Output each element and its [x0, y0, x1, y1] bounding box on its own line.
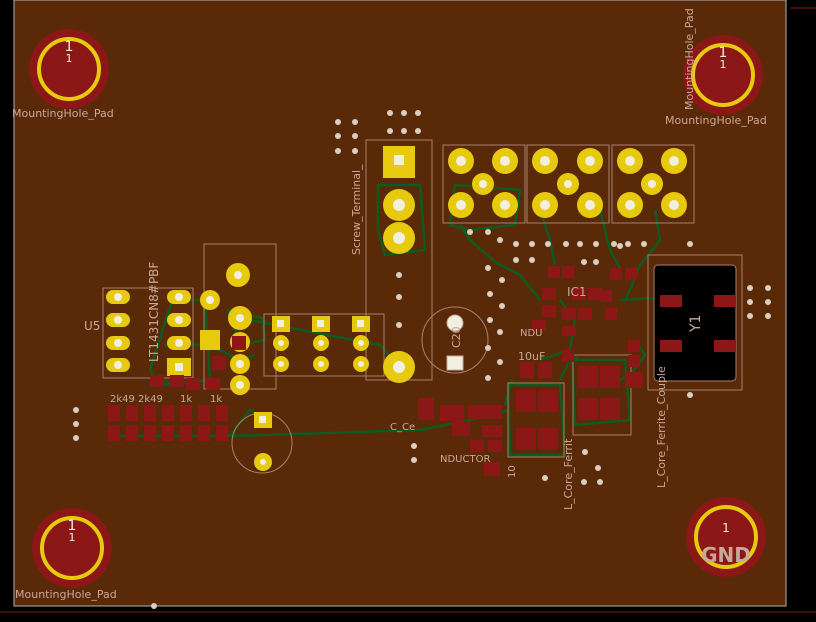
y1-label: Y1 [688, 315, 704, 333]
mounting-hole-top-right[interactable]: 1 1 [683, 35, 763, 115]
y1-pad[interactable] [660, 295, 682, 307]
resistor-label: 2k49 [138, 394, 163, 405]
smd-pad[interactable] [625, 372, 643, 388]
mounting-hole-label: MountingHole_Pad [12, 107, 114, 120]
ic1-cluster[interactable] [520, 266, 637, 378]
mounting-hole-label: MountingHole_Pad [683, 8, 696, 110]
c20-label: C20 [450, 326, 463, 348]
pad-number-label: 1 [722, 521, 730, 535]
resistor-label: 1k [210, 394, 222, 405]
pad-number-label: 1 [719, 45, 728, 61]
chip-part-label: LT1431CN8#PBF [147, 262, 161, 362]
drill-hole [393, 361, 405, 373]
y1-pad[interactable] [714, 340, 736, 352]
resistor-row[interactable] [108, 336, 246, 441]
smd-pad[interactable] [628, 355, 640, 367]
ferrite-label: L_Core_Ferrit [562, 438, 575, 510]
mounting-hole-bottom-right-gnd[interactable]: 1 GND [686, 497, 766, 577]
ferrite-label: L_Core_Ferrite_Couple [655, 366, 668, 488]
pad-number-label: 1 [720, 58, 727, 71]
u5-label: U5 [84, 319, 100, 333]
ndu-label: NDU [520, 328, 543, 339]
drill-hole [394, 155, 404, 165]
vias [73, 110, 771, 609]
smd-pad[interactable] [628, 340, 640, 352]
resistor-label: 2k49 [110, 394, 135, 405]
mounting-hole-bottom-left[interactable]: 1 1 [32, 508, 112, 588]
y1-pad[interactable] [660, 340, 682, 352]
value-label: 10 [507, 465, 518, 478]
ic1-label: IC1 [567, 285, 587, 299]
mounting-hole-label: MountingHole_Pad [665, 114, 767, 127]
connector-1[interactable] [448, 148, 518, 218]
mounting-hole-label: MountingHole_Pad [15, 588, 117, 601]
inductor-cluster[interactable] [418, 398, 502, 476]
trimmer-row[interactable] [272, 316, 370, 372]
c20-pad-2[interactable] [446, 355, 464, 371]
th-pad[interactable] [200, 330, 220, 350]
resistor-label: 1k [180, 394, 192, 405]
y1-pad[interactable] [714, 295, 736, 307]
ferrite-block-2[interactable] [578, 366, 620, 420]
mounting-hole-top-left[interactable]: 1 1 [29, 29, 109, 109]
screw-terminal-label: Screw_Terminal_ [350, 164, 363, 255]
drill-hole [393, 199, 405, 211]
connector-2[interactable] [532, 148, 603, 218]
cap-label: C_Ce [390, 422, 415, 433]
silkscreen-layer [102, 139, 743, 474]
gnd-label: GND [701, 543, 751, 567]
ferrite-block-1[interactable] [516, 390, 558, 450]
connector-3[interactable] [617, 148, 687, 218]
pad-number-label: 1 [68, 518, 77, 534]
pad-number-label: 1 [66, 52, 73, 65]
pad-number-label: 1 [69, 531, 76, 544]
drill-hole [393, 232, 405, 244]
pad-number-label: 1 [65, 39, 74, 55]
u5-chip[interactable] [106, 290, 191, 376]
cap-value-label: 10uF [518, 350, 545, 363]
inductor-label: NDUCTOR [440, 454, 490, 465]
